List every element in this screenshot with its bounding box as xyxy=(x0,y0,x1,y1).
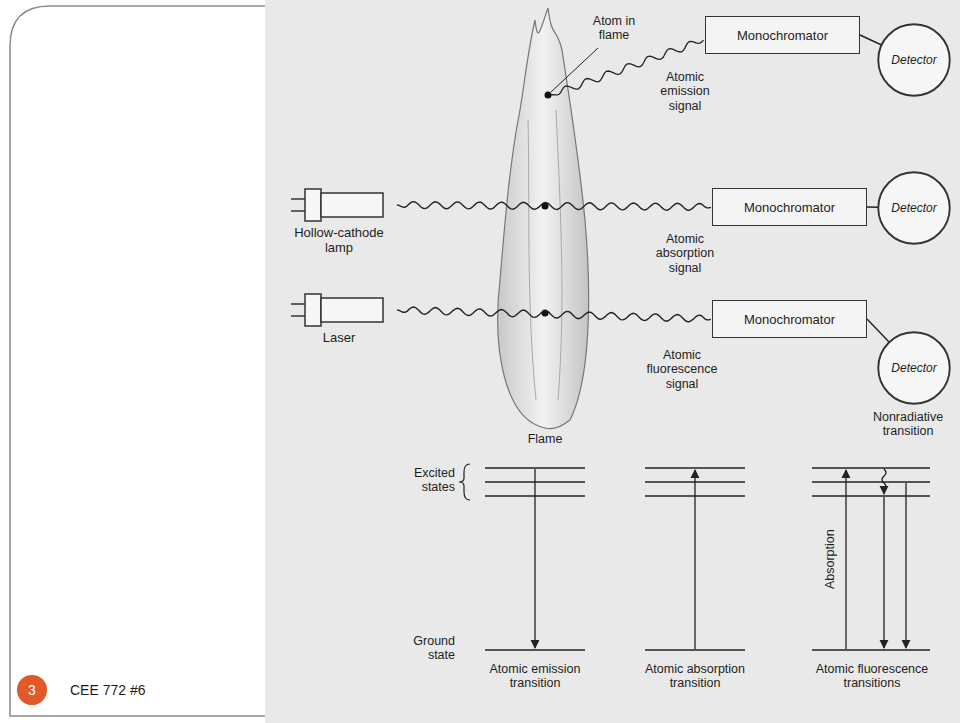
connector xyxy=(860,35,882,45)
node-text: 3 xyxy=(28,682,36,698)
energy-levels xyxy=(485,468,930,650)
tube xyxy=(321,298,383,322)
scan-ground xyxy=(265,0,960,723)
transition-arrows xyxy=(535,469,906,649)
figure-label: Nonradiative transition xyxy=(862,410,954,439)
tube xyxy=(321,193,383,217)
figure-label: Ground state xyxy=(383,634,455,663)
leader-line xyxy=(551,48,598,92)
figure-label: Atomic absorption transition xyxy=(642,662,748,691)
laser-source: Laser xyxy=(283,290,395,345)
base xyxy=(305,189,321,221)
circle xyxy=(17,675,47,705)
atom-dot xyxy=(545,92,552,99)
node-text: Detector xyxy=(891,201,936,215)
detector-circle: Detector xyxy=(876,170,952,246)
figure-label: Atom in flame xyxy=(576,14,652,43)
node-text: Hollow-cathode lamp xyxy=(283,225,395,255)
detector-circle: Detector xyxy=(876,330,952,406)
detector-circle: Detector xyxy=(876,22,952,98)
figure-label: Atomic emission signal xyxy=(646,70,724,113)
pin xyxy=(291,303,305,305)
circle xyxy=(878,332,949,403)
pin xyxy=(291,210,305,212)
figure-label: Excited states xyxy=(383,466,455,495)
footer-text: CEE 772 #6 xyxy=(70,682,210,698)
base xyxy=(305,294,321,326)
figure-label: Flame xyxy=(515,432,575,446)
figure-label: Atomic absorption signal xyxy=(646,232,724,275)
node-text: Detector xyxy=(891,361,936,375)
figure-label: Atomic emission transition xyxy=(482,662,588,691)
pin xyxy=(291,198,305,200)
figure-label: Atomic fluorescence transitions xyxy=(810,662,934,691)
node-text: Laser xyxy=(323,330,356,345)
connector xyxy=(867,206,878,208)
monochromator-box: Monochromator xyxy=(705,16,860,54)
light-wave xyxy=(397,202,711,211)
connector xyxy=(867,319,889,342)
pin xyxy=(291,315,305,317)
brace xyxy=(459,464,470,500)
slide-border xyxy=(10,6,265,716)
circle xyxy=(878,172,949,243)
monochromator-box: Monochromator xyxy=(712,300,867,338)
monochromator-box: Monochromator xyxy=(712,188,867,226)
hollow-cathode-lamp: Hollow-cathode lamp xyxy=(283,185,395,255)
light-wave xyxy=(397,307,711,322)
node-text: Detector xyxy=(891,53,936,67)
flame-streaks xyxy=(528,110,562,400)
laser-symbol xyxy=(289,290,389,330)
page-number: 3 xyxy=(16,674,48,706)
circle xyxy=(878,24,949,95)
flame xyxy=(498,8,589,429)
figure-label: Atomic fluorescence signal xyxy=(638,348,726,391)
lamp-symbol xyxy=(289,185,389,225)
node-text: Monochromator xyxy=(744,312,835,327)
figure-label: Absorption xyxy=(823,519,837,599)
node-text: Monochromator xyxy=(744,200,835,215)
node-text: Monochromator xyxy=(737,28,828,43)
